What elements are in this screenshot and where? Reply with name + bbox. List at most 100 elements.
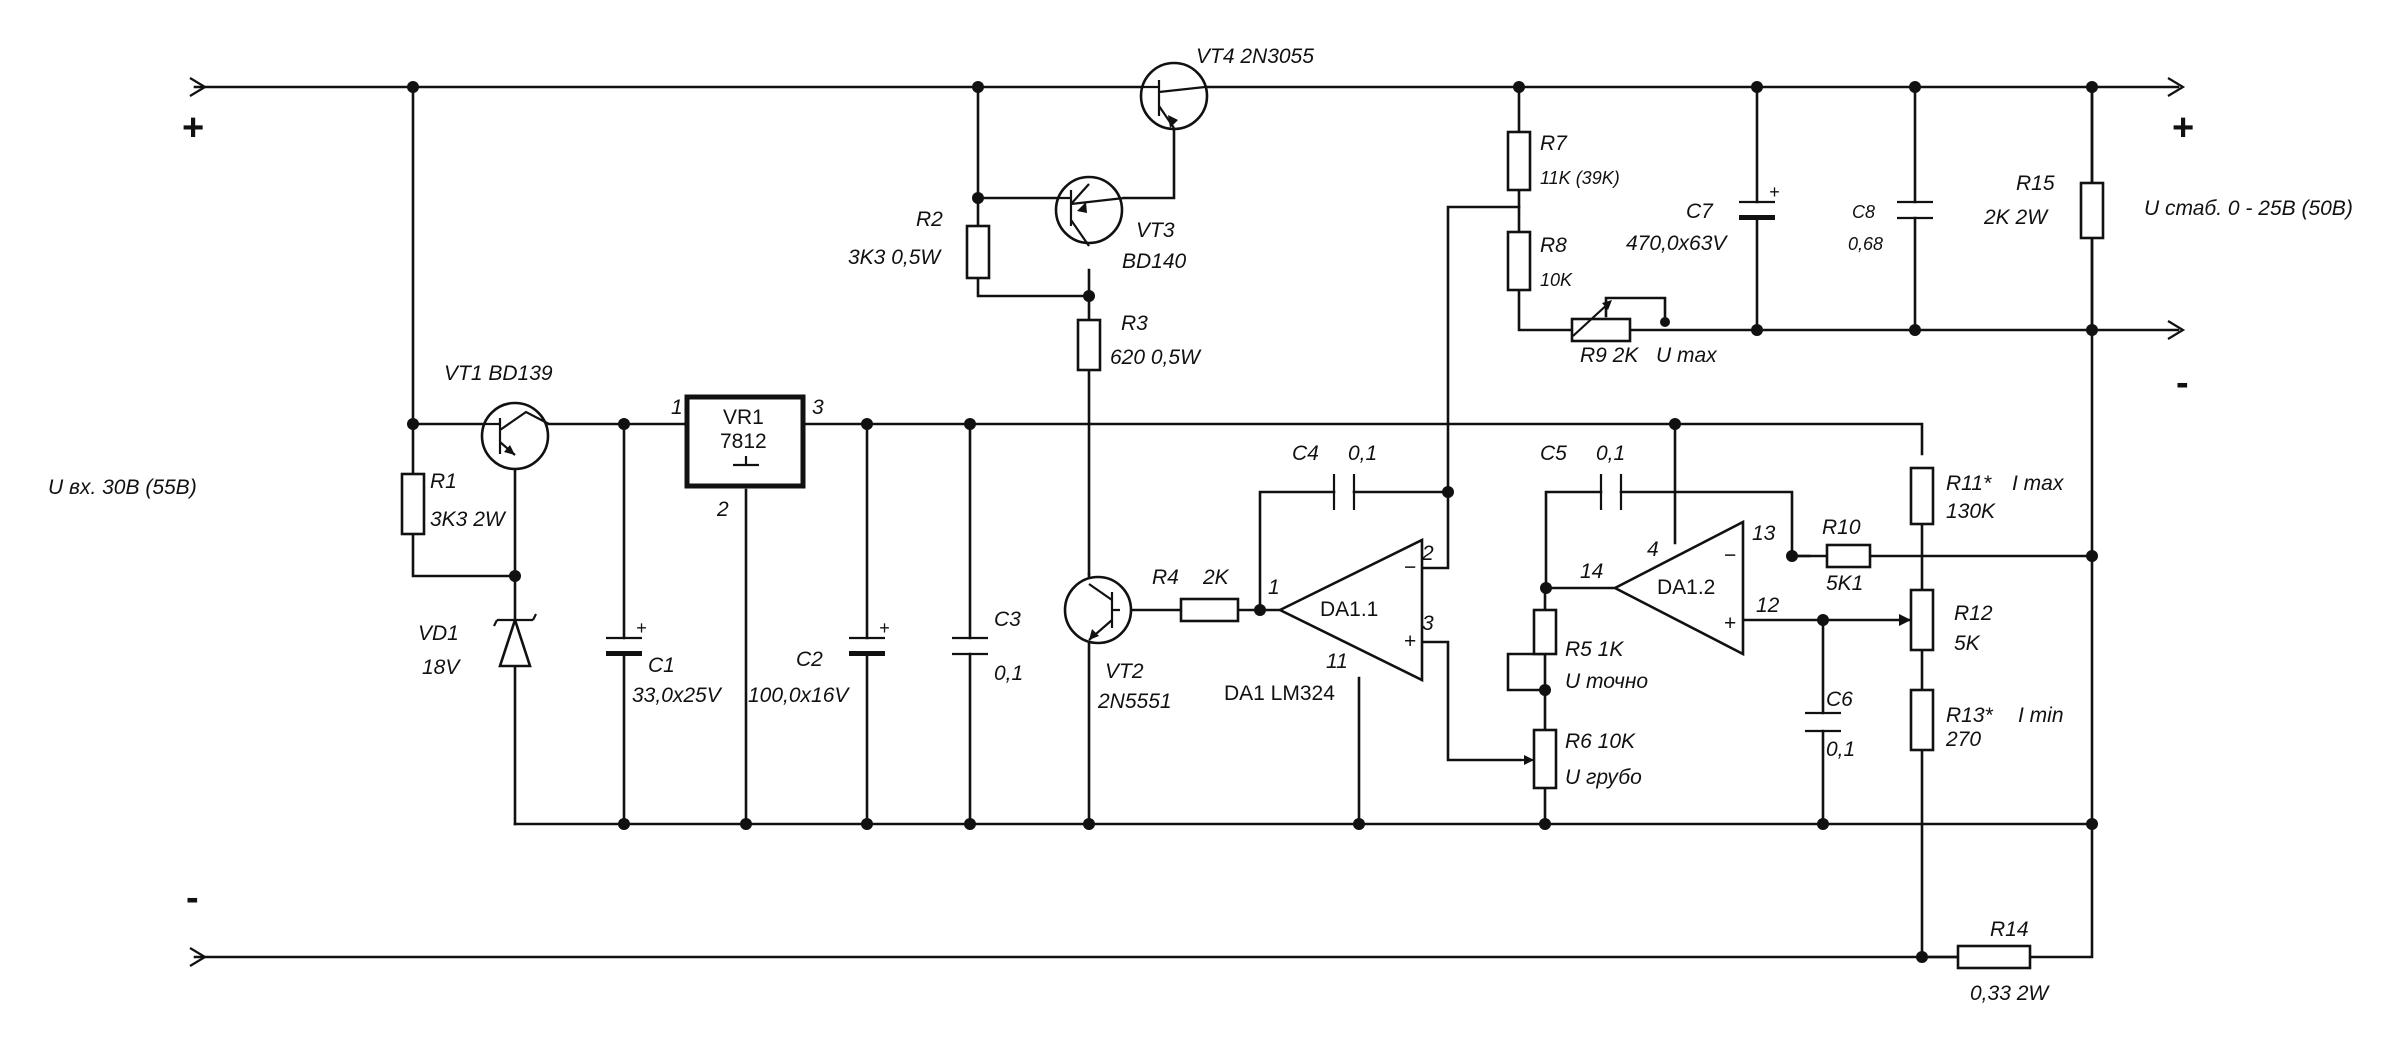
- c4-name: C4: [1292, 442, 1319, 465]
- capacitor-c4: [1332, 474, 1356, 510]
- c5-value: 0,1: [1596, 442, 1625, 465]
- r10-value: 5K1: [1826, 572, 1863, 595]
- resistor-r12: [1909, 588, 1935, 652]
- c3-value: 0,1: [994, 662, 1023, 685]
- r8-name: R8: [1540, 234, 1567, 257]
- da12-minus-sign: −: [1724, 544, 1736, 567]
- r14-name: R14: [1990, 918, 2029, 941]
- r14-value: 0,33 2W: [1970, 982, 2050, 1005]
- r11-name: R11*: [1946, 472, 1992, 495]
- da1-type: DA1 LM324: [1224, 682, 1335, 705]
- regulator-vr1: [684, 394, 806, 489]
- c6-name: C6: [1826, 688, 1853, 711]
- r5-func: U точно: [1565, 670, 1648, 693]
- r7-name: R7: [1540, 132, 1568, 155]
- capacitor-c8: [1897, 200, 1933, 220]
- c7-value: 470,0x63V: [1626, 232, 1728, 255]
- r9-name: R9 2K: [1580, 344, 1639, 367]
- resistor-r15: [2079, 181, 2105, 240]
- resistor-r13: [1909, 688, 1935, 752]
- r3-name: R3: [1121, 312, 1148, 335]
- c4-value: 0,1: [1348, 442, 1377, 465]
- opamp-da1-1: [1277, 537, 1424, 683]
- c8-name: C8: [1852, 202, 1875, 222]
- vt1-label: VT1 BD139: [444, 362, 553, 385]
- r1-name: R1: [430, 470, 457, 493]
- r9-func: U max: [1656, 344, 1718, 367]
- resistor-r8: [1506, 230, 1532, 292]
- r2-value: 3K3 0,5W: [848, 246, 942, 269]
- capacitor-c2: [849, 636, 885, 656]
- c2-value: 100,0x16V: [748, 684, 850, 707]
- r4-value: 2K: [1202, 566, 1230, 589]
- input-plus-label: +: [182, 107, 204, 149]
- vr1-type: 7812: [720, 430, 767, 453]
- resistor-r6: [1532, 728, 1558, 790]
- zener-diode-vd1: [493, 613, 537, 668]
- r2-name: R2: [916, 208, 943, 231]
- da11-pin-out: 1: [1268, 576, 1280, 599]
- r11-value: 130K: [1946, 500, 1996, 523]
- input-voltage-label: U вх. 30В (55В): [48, 476, 197, 499]
- transistor-vt3: [1054, 175, 1125, 247]
- r6-func: U грубо: [1565, 766, 1642, 789]
- vr1-pin-gnd: 2: [716, 498, 729, 521]
- resistor-r7: [1506, 130, 1532, 192]
- da11-pin-noninv: 3: [1422, 612, 1434, 635]
- r13-func: I min: [2018, 704, 2064, 727]
- r8-value: 10K: [1540, 270, 1573, 290]
- da12-plus-sign: +: [1724, 612, 1736, 635]
- vt3-type: BD140: [1122, 250, 1187, 273]
- c7-name: C7: [1686, 200, 1714, 223]
- r13-value: 270: [1945, 728, 1981, 751]
- output-voltage-label: U стаб. 0 - 25В (50В): [2144, 197, 2353, 220]
- resistor-r10: [1825, 543, 1872, 569]
- da12-pin-vcc: 4: [1647, 538, 1659, 561]
- c3-name: C3: [994, 608, 1021, 631]
- input-minus-label: -: [186, 877, 199, 919]
- c1-name: C1: [648, 654, 675, 677]
- output-minus-label: -: [2176, 362, 2189, 404]
- resistor-r14: [1956, 944, 2032, 970]
- opamp-da1-2: [1612, 519, 1745, 657]
- resistor-r2: [965, 224, 991, 280]
- da12-pin-noninv: 12: [1756, 594, 1780, 617]
- r13-name: R13*: [1946, 704, 1994, 727]
- c6-value: 0,1: [1826, 738, 1855, 761]
- vr1-pin-out: 3: [812, 396, 824, 419]
- resistor-r11: [1909, 466, 1935, 526]
- vt4-label: VT4 2N3055: [1196, 45, 1314, 68]
- c2-plus-mark: +: [879, 618, 890, 638]
- capacitor-c5: [1599, 474, 1623, 510]
- da11-pin-inv: 2: [1421, 542, 1434, 565]
- r15-name: R15: [2016, 172, 2055, 195]
- r15-value: 2K 2W: [1983, 206, 2049, 229]
- resistor-r5: [1532, 608, 1558, 656]
- da11-pin-gnd: 11: [1326, 650, 1348, 673]
- r7-value: 11K (39K): [1540, 168, 1620, 188]
- resistor-r1: [400, 472, 426, 536]
- transistor-vt4: [1139, 61, 1209, 131]
- vt2-type: 2N5551: [1097, 690, 1172, 713]
- vt3-name: VT3: [1136, 219, 1175, 242]
- c2-name: C2: [796, 648, 823, 671]
- junction-dots: [407, 81, 2098, 963]
- vd1-name: VD1: [418, 622, 459, 645]
- vt2-name: VT2: [1105, 660, 1144, 683]
- r1-value: 3K3 2W: [430, 508, 507, 531]
- da12-pin-out: 14: [1580, 560, 1603, 583]
- capacitor-c1: [606, 636, 642, 656]
- c7-plus-mark: +: [1769, 182, 1780, 202]
- r12-value: 5K: [1954, 632, 1981, 655]
- c8-value: 0,68: [1848, 234, 1883, 254]
- r4-name: R4: [1152, 566, 1179, 589]
- output-plus-label: +: [2172, 107, 2194, 149]
- resistor-r3: [1076, 318, 1102, 372]
- transistor-vt1: [480, 401, 550, 471]
- r10-name: R10: [1822, 516, 1861, 539]
- c5-name: C5: [1540, 442, 1567, 465]
- vd1-value: 18V: [422, 656, 461, 679]
- da11-name: DA1.1: [1320, 598, 1378, 621]
- capacitor-c7: [1739, 200, 1775, 220]
